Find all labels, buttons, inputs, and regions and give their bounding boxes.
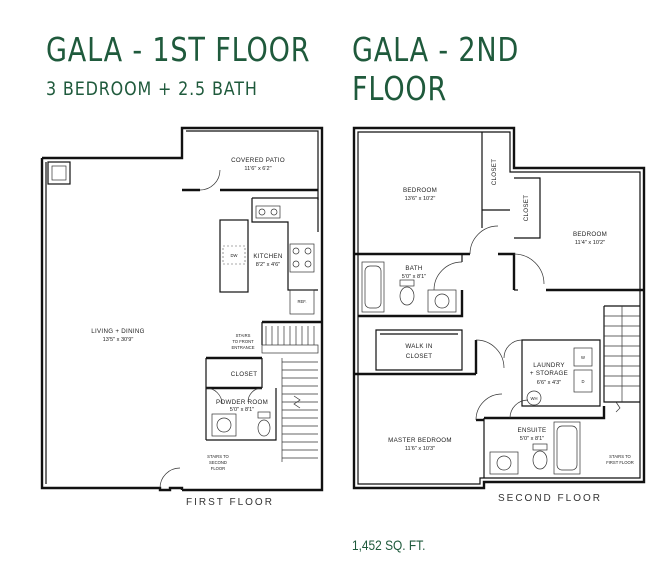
bath-label: BATH	[405, 265, 422, 272]
stairs-first-note-1: STAIRS TO	[609, 454, 631, 459]
closet-label: CLOSET	[231, 371, 258, 378]
walk-in-closet-label-1: WALK IN	[405, 343, 432, 350]
living-dining-dim: 13'5" x 30'9"	[103, 337, 134, 343]
dryer-label: D	[581, 379, 584, 384]
bedroom-2-label: BEDROOM	[573, 231, 607, 238]
stairs-first-note-2: FIRST FLOOR	[606, 460, 634, 465]
closet-2-label: CLOSET	[523, 195, 530, 222]
first-floor-labels: COVERED PATIO 11'6" x 6'2" KITCHEN 8'2" …	[91, 157, 306, 508]
ensuite-dim: 5'0" x 8'1"	[520, 436, 544, 442]
laundry-label-1: LAUNDRY	[533, 362, 565, 369]
dishwasher-label: DW	[231, 253, 238, 258]
master-bedroom-dim: 11'6" x 10'3"	[405, 446, 435, 452]
covered-patio-dim: 11'6" x 6'2"	[244, 166, 271, 172]
bedroom-1-dim: 13'6" x 10'2"	[405, 196, 436, 202]
second-floor-plan	[352, 126, 646, 490]
living-dining-label: LIVING + DINING	[91, 328, 145, 335]
powder-room-label: POWDER ROOM	[216, 399, 268, 406]
water-heater-label: WH	[531, 396, 538, 401]
kitchen-dim: 8'2" x 4'6"	[256, 262, 280, 268]
closet-1-label: CLOSET	[491, 159, 498, 186]
first-floor-label: FIRST FLOOR	[186, 497, 274, 508]
laundry-label-2: + STORAGE	[530, 370, 568, 377]
powder-room-dim: 5'0" x 8'1"	[230, 407, 254, 413]
bedroom-1-label: BEDROOM	[403, 187, 437, 194]
stairs-front-note-3: ENTRANCE	[231, 345, 254, 350]
stairs-second-note-1: STAIRS TO	[207, 454, 229, 459]
second-floor-labels: BEDROOM 13'6" x 10'2" CLOSET CLOSET BEDR…	[388, 159, 634, 504]
stairs-front-note-1: STAIRS	[236, 333, 251, 338]
walk-in-closet-label-2: CLOSET	[406, 353, 433, 360]
bath-dim: 5'0" x 8'1"	[402, 274, 426, 280]
laundry-dim: 6'6" x 4'3"	[537, 380, 561, 386]
washer-label: W	[581, 355, 585, 360]
first-floor-title: GALA - 1ST FLOOR	[46, 30, 311, 69]
fridge-label: REF.	[297, 299, 306, 304]
bedroom-2-dim: 11'4" x 10'2"	[575, 240, 605, 246]
kitchen-label: KITCHEN	[253, 253, 282, 260]
master-bedroom-label: MASTER BEDROOM	[388, 437, 452, 444]
square-footage: 1,452 SQ. FT.	[352, 537, 426, 553]
stairs-front-note-2: TO FRONT	[232, 339, 254, 344]
stairs-second-note-2: SECOND	[209, 460, 227, 465]
stairs-second-note-3: FLOOR	[211, 466, 225, 471]
covered-patio-label: COVERED PATIO	[231, 157, 285, 164]
first-floor-plan	[40, 126, 324, 492]
ensuite-label: ENSUITE	[518, 427, 547, 434]
bed-bath-subtitle: 3 BEDROOM + 2.5 BATH	[46, 78, 258, 100]
second-floor-label: SECOND FLOOR	[498, 493, 602, 504]
second-floor-title: GALA - 2ND FLOOR	[352, 30, 520, 108]
